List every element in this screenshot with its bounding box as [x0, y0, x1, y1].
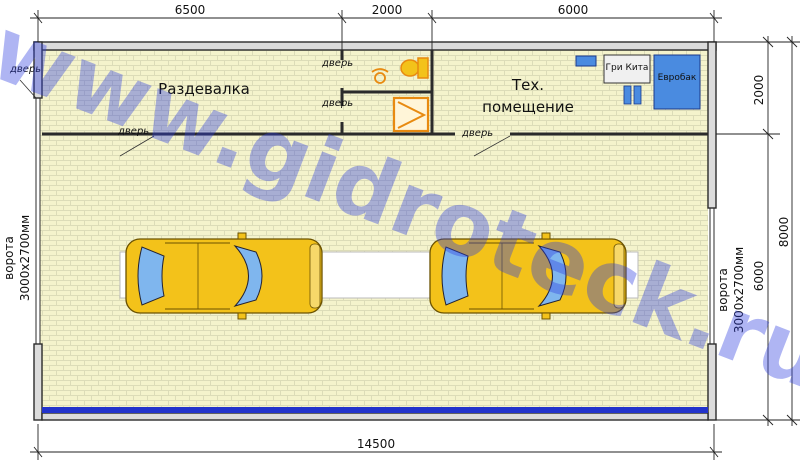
door-label-4: дверь — [117, 126, 149, 137]
shower-tray-icon — [392, 96, 430, 133]
tank-icon — [653, 54, 701, 110]
gate-right-label-2: 3000х2700мм — [732, 247, 746, 333]
dimension-lines — [30, 10, 800, 460]
room-label-tech-2: помещение — [482, 98, 574, 116]
boiler-label: Гри Кита — [606, 63, 649, 73]
sink-icon — [371, 68, 389, 84]
floor-area — [40, 48, 708, 414]
dim-right-lower: 6000 — [752, 261, 766, 292]
gate-left-label-2: 3000х2700мм — [18, 215, 32, 301]
dim-top-2: 2000 — [372, 3, 403, 17]
door-label-3: дверь — [321, 98, 353, 109]
door-label-1: дверь — [9, 64, 41, 75]
room-label-tech-1: Тех. — [511, 76, 544, 94]
dim-right-total: 8000 — [777, 217, 791, 248]
toilet-icon — [400, 57, 429, 79]
car-right — [429, 232, 627, 320]
car-left — [125, 232, 323, 320]
door-label-2: дверь — [321, 58, 353, 69]
floor-stripe — [42, 407, 708, 413]
pipes-icon — [623, 85, 642, 105]
interior-walls — [42, 50, 708, 136]
gate-openings — [35, 98, 715, 344]
dim-bottom: 14500 — [357, 437, 395, 451]
room-label-changing: Раздевалка — [158, 80, 250, 98]
door-label-5: дверь — [461, 128, 493, 139]
panel-icon — [575, 55, 597, 67]
door-leaders — [19, 79, 511, 157]
tank-label: Евробак — [658, 73, 697, 83]
boiler-icon — [603, 54, 651, 84]
dim-top-1: 6500 — [175, 3, 206, 17]
dim-top-3: 6000 — [558, 3, 589, 17]
gate-right-label-1: ворота — [716, 268, 730, 312]
dim-right-upper: 2000 — [752, 75, 766, 106]
gate-left-label-1: ворота — [2, 236, 16, 280]
